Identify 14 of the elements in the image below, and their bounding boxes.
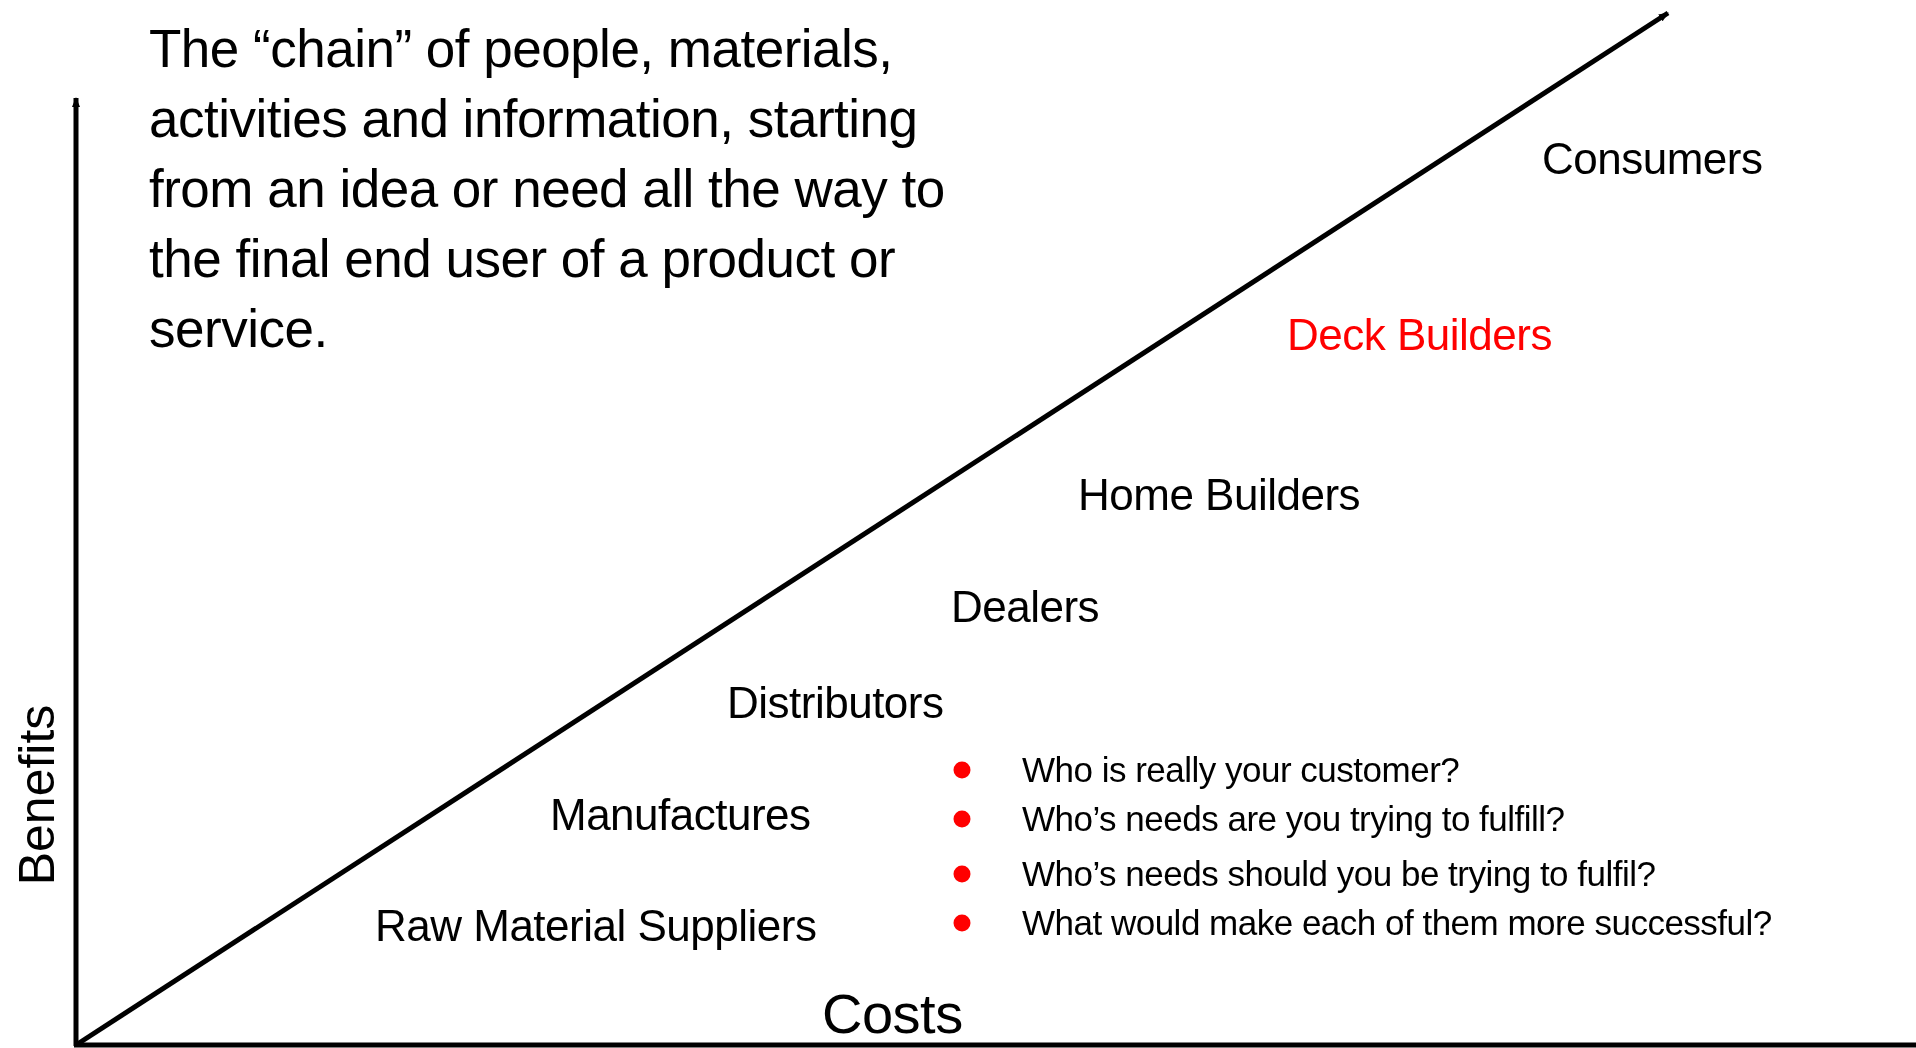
question-text: Who’s needs should you be trying to fulfil?	[1022, 854, 1656, 894]
axis-label: Costs	[822, 983, 963, 1045]
stage-label: Raw Material Suppliers	[375, 901, 817, 951]
stage-label: Manufactures	[550, 790, 811, 840]
question-text: Who is really your customer?	[1022, 750, 1460, 790]
question-text: What would make each of them more successful?	[1022, 903, 1772, 943]
stage-label: Consumers	[1542, 134, 1763, 184]
stage-label: Distributors	[727, 678, 944, 728]
stage-label: Dealers	[951, 582, 1100, 632]
axis-label: Benefits	[8, 704, 66, 886]
question-text: Who’s needs are you trying to fulfill?	[1022, 799, 1565, 839]
stage-label: Home Builders	[1078, 470, 1361, 520]
stage-label: Deck Builders	[1287, 310, 1552, 360]
description-text: The “chain” of people, materials, activities and information, starting from an idea or need all the way to the final end user of a product or service.	[149, 18, 946, 360]
